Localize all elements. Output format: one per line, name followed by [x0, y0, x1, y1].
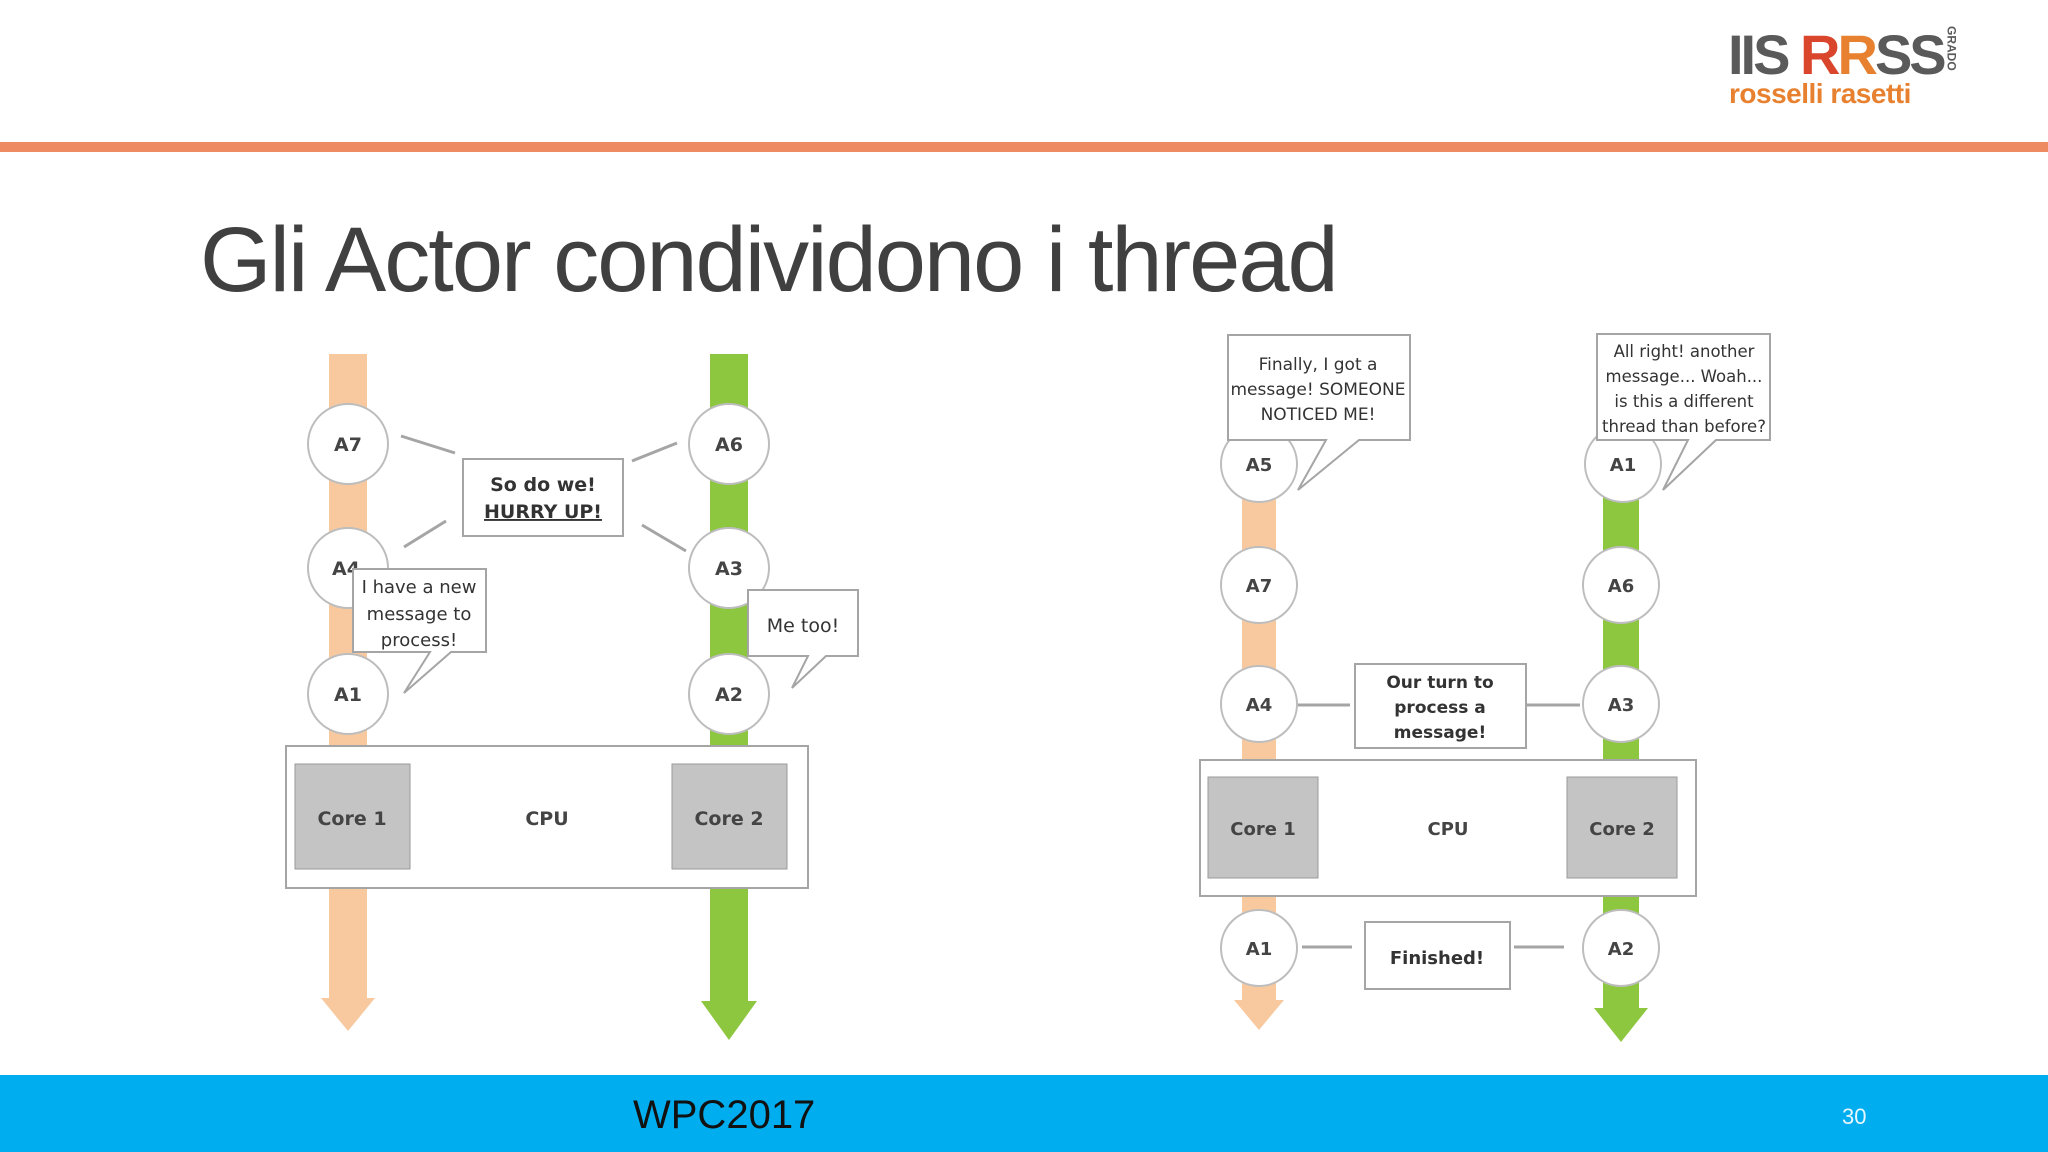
actor-label: A5	[1246, 455, 1272, 476]
actor-label: A7	[1246, 576, 1272, 597]
logo-name: rosselli rasetti	[1729, 78, 1911, 109]
right-diagram: A5 A7 A4 A1 A1 A6 A3 A2	[1199, 333, 1771, 1042]
right-actor-a1-bottom: A1	[1220, 909, 1298, 987]
left-actor-a6: A6	[688, 403, 770, 485]
left-bubble-new-message: I have a new message to process!	[352, 568, 487, 694]
actor-label: A3	[1608, 695, 1634, 716]
right-cpu-box: Core 1 CPU Core 2	[1199, 759, 1697, 897]
bubble-line: NOTICED ME!	[1261, 405, 1376, 425]
right-connector-lines	[1298, 703, 1580, 949]
actor-label: A6	[715, 434, 743, 456]
actor-label: A2	[1608, 939, 1634, 960]
bubble-line: thread than before?	[1602, 417, 1766, 436]
box-line: process a	[1394, 698, 1485, 718]
footer-label: WPC2017	[633, 1093, 816, 1137]
logo-acronym: IIS RRSSGRADO	[1728, 23, 1959, 86]
left-bubble-me-too: Me too!	[747, 589, 859, 689]
actor-label: A3	[715, 558, 743, 580]
bubble-line: message to	[367, 604, 472, 625]
right-actor-a2: A2	[1582, 909, 1660, 987]
right-box-finished: Finished!	[1364, 921, 1511, 990]
right-bubble-finally: Finally, I got a message! SOMEONE NOTICE…	[1227, 334, 1411, 491]
bubble-line: Me too!	[767, 615, 839, 637]
bubble-line: is this a different	[1614, 392, 1754, 411]
cpu-label: CPU	[1427, 819, 1468, 840]
bubble-line: All right! another	[1614, 342, 1755, 361]
right-bubble-all-right: All right! another message... Woah... is…	[1596, 333, 1771, 491]
page-number: 30	[1842, 1104, 1867, 1129]
core-2-label: Core 2	[694, 808, 763, 830]
left-connector-lines	[400, 434, 687, 553]
right-actor-a1-top: A1	[1584, 425, 1662, 503]
left-diagram: A7 A4 A1 A6 A3 A2 So do we! HURRY UP!	[285, 354, 859, 1040]
bubble-line: HURRY UP!	[484, 501, 602, 523]
bubble-line: Finally, I got a	[1259, 355, 1378, 375]
actor-label: A1	[1246, 939, 1272, 960]
school-logo: IIS RRSSGRADO rosselli rasetti	[1725, 23, 1959, 112]
right-actor-a3: A3	[1582, 665, 1660, 743]
footer-bar: WPC2017 30	[0, 1075, 2048, 1152]
bubble-line: message... Woah...	[1606, 367, 1763, 386]
left-actor-a2: A2	[688, 653, 770, 735]
bubble-line: I have a new	[362, 577, 477, 598]
left-actor-a3: A3	[688, 527, 770, 609]
right-actor-a6: A6	[1582, 546, 1660, 624]
box-line: Our turn to	[1386, 673, 1493, 693]
actor-label: A1	[1610, 455, 1636, 476]
box-line: message!	[1394, 723, 1486, 743]
slide-title: Gli Actor condividono i thread	[200, 209, 1339, 311]
core-1-label: Core 1	[1230, 819, 1295, 840]
right-actor-a4: A4	[1220, 665, 1298, 743]
actor-label: A4	[1246, 695, 1272, 716]
right-actor-a7: A7	[1220, 546, 1298, 624]
left-actor-a7: A7	[307, 403, 389, 485]
bubble-line: process!	[381, 630, 457, 651]
right-actor-a5: A5	[1220, 425, 1298, 503]
actor-label: A7	[334, 434, 362, 456]
left-cpu-box: Core 1 CPU Core 2	[285, 745, 809, 889]
core-1-label: Core 1	[317, 808, 386, 830]
box-line: Finished!	[1390, 948, 1484, 969]
actor-label: A6	[1608, 576, 1634, 597]
core-2-label: Core 2	[1589, 819, 1654, 840]
left-actor-a1: A1	[307, 653, 389, 735]
bubble-line: message! SOMEONE	[1230, 380, 1405, 400]
bubble-line: So do we!	[490, 474, 596, 496]
accent-rule	[0, 142, 2048, 152]
actor-label: A2	[715, 684, 743, 706]
left-bubble-hurry: So do we! HURRY UP!	[462, 458, 624, 537]
right-box-our-turn: Our turn to process a message!	[1354, 663, 1527, 749]
actor-label: A1	[334, 684, 362, 706]
cpu-label: CPU	[525, 808, 568, 830]
